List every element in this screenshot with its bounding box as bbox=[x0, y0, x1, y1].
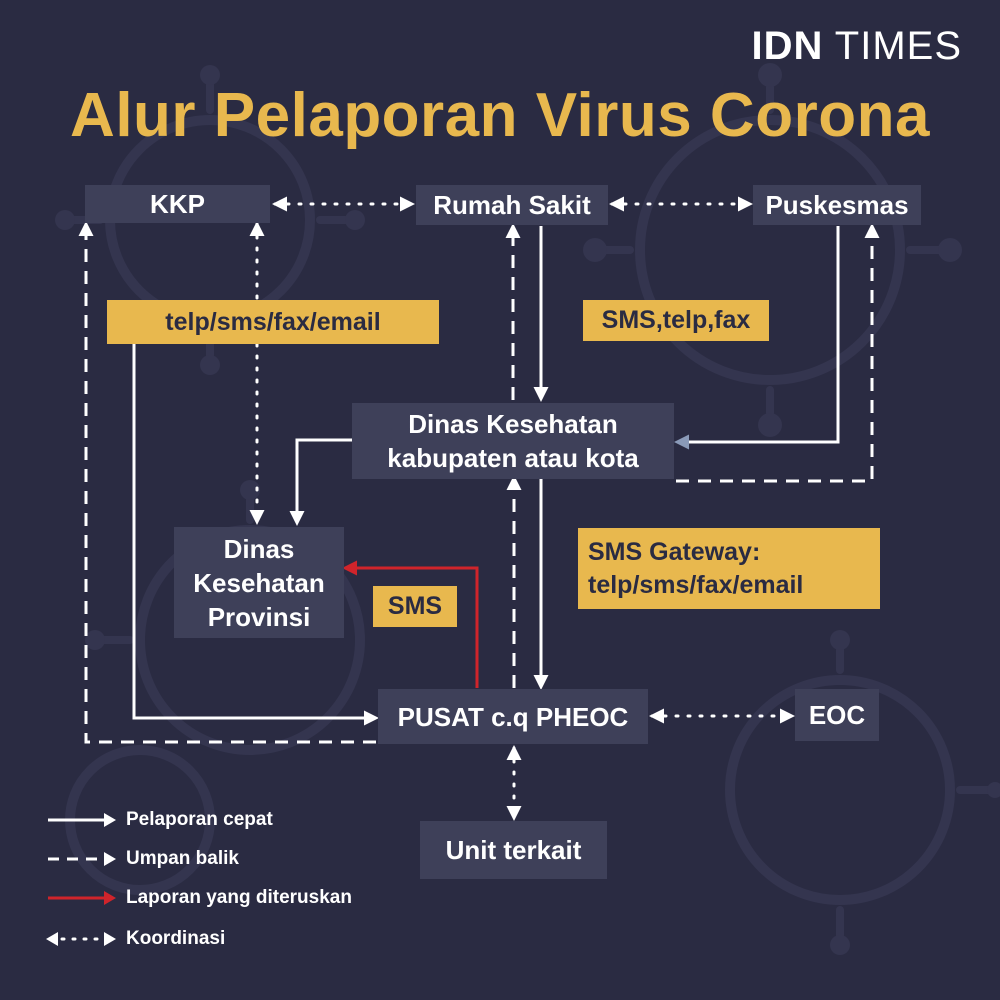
logo-times: TIMES bbox=[834, 24, 962, 68]
dotted-arrow-icon bbox=[46, 932, 116, 946]
node-dinkes-provinsi-line2: Kesehatan bbox=[193, 567, 325, 598]
legend-item-red: Laporan yang diteruskan bbox=[46, 886, 352, 910]
node-rumah-sakit-label: Rumah Sakit bbox=[433, 190, 591, 220]
node-kkp: KKP bbox=[85, 185, 270, 223]
node-kkp-label: KKP bbox=[150, 189, 205, 219]
node-rumah-sakit: Rumah Sakit bbox=[416, 185, 608, 225]
red-arrow-icon bbox=[48, 891, 116, 905]
node-dinkes-provinsi-line3: Provinsi bbox=[207, 601, 311, 632]
label-sms-gateway-line2: telp/sms/fax/email bbox=[588, 570, 804, 599]
label-sms-telp-fax-text: SMS,telp,fax bbox=[601, 306, 751, 334]
legend-item-dotted: Koordinasi bbox=[46, 927, 225, 951]
page-title: Alur Pelaporan Virus Corona bbox=[70, 81, 930, 150]
label-sms-gateway-line1: SMS Gateway: bbox=[588, 537, 761, 566]
node-unit-terkait-label: Unit terkait bbox=[445, 835, 582, 865]
label-sms-gateway: SMS Gateway: telp/sms/fax/email bbox=[578, 528, 880, 609]
label-telp-sms-fax-email: telp/sms/fax/email bbox=[107, 300, 439, 344]
feedback-pusat-kkp bbox=[78, 221, 376, 744]
report-puskesmas-dinkab bbox=[674, 226, 840, 450]
legend-label: Umpan balik bbox=[126, 848, 239, 869]
label-telp-sms-fax-email-text: telp/sms/fax/email bbox=[165, 307, 381, 336]
node-eoc-label: EOC bbox=[808, 700, 866, 730]
idn-times-logo: IDN TIMES bbox=[751, 24, 962, 69]
legend-item-dashed: Umpan balik bbox=[46, 847, 239, 871]
report-kkp-pusat bbox=[132, 338, 379, 726]
node-dinkes-provinsi-line1: Dinas bbox=[223, 533, 295, 564]
node-dinkes-kabupaten-line2: kabupaten atau kota bbox=[387, 443, 639, 473]
node-pusat-pheoc: PUSAT c.q PHEOC bbox=[378, 689, 648, 744]
solid-arrow-icon bbox=[48, 813, 116, 827]
legend-item-solid: Pelaporan cepat bbox=[46, 808, 273, 832]
label-sms-telp-fax: SMS,telp,fax bbox=[583, 300, 769, 341]
legend-label: Koordinasi bbox=[126, 928, 226, 949]
node-puskesmas-label: Puskesmas bbox=[765, 190, 909, 220]
node-dinkes-kabupaten: Dinas Kesehatan kabupaten atau kota bbox=[352, 403, 674, 479]
node-pusat-pheoc-label: PUSAT c.q PHEOC bbox=[397, 701, 629, 732]
node-puskesmas: Puskesmas bbox=[753, 185, 921, 225]
node-dinkes-kabupaten-line1: Dinas Kesehatan bbox=[408, 409, 618, 439]
logo-idn: IDN bbox=[751, 24, 824, 68]
legend-label: Laporan yang diteruskan bbox=[126, 887, 352, 908]
report-dinkab-dinprov bbox=[289, 438, 352, 526]
legend-label: Pelaporan cepat bbox=[126, 809, 273, 830]
label-sms: SMS bbox=[373, 586, 457, 627]
dashed-arrow-icon bbox=[48, 852, 116, 866]
node-eoc: EOC bbox=[795, 689, 879, 741]
forward-pusat-dinprov bbox=[342, 560, 479, 688]
label-sms-text: SMS bbox=[387, 592, 443, 620]
node-unit-terkait: Unit terkait bbox=[420, 821, 607, 879]
node-dinkes-provinsi: Dinas Kesehatan Provinsi bbox=[174, 527, 344, 638]
